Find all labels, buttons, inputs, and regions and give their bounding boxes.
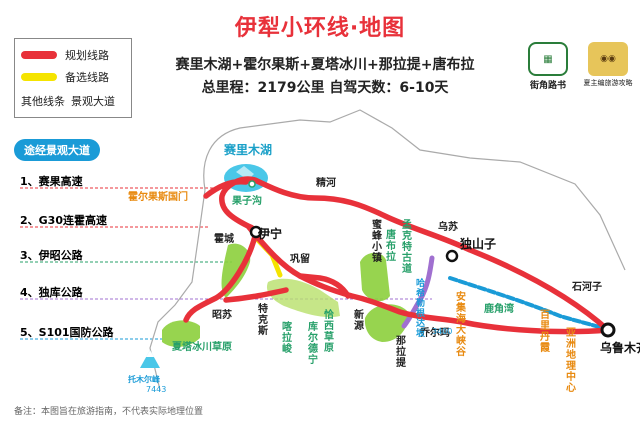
route-label-3: 3、伊昭公路 [20, 249, 83, 262]
urumqi-marker [600, 322, 616, 338]
owl-logo-icon: ◉◉ [588, 42, 628, 76]
legend-planned: 规划线路 [21, 47, 109, 63]
label-sayram-lake: 赛里木湖 [223, 142, 272, 157]
label-nalati: 那拉提 [396, 335, 407, 369]
legend-yellow-swatch [21, 73, 57, 81]
mountain-icon [140, 350, 160, 368]
vertical-labels: 蜜蜂小镇 唐布拉 孟克特古道 哈希勒根达坂 3400 安集海大峡谷 百里丹霞 亚… [258, 218, 576, 394]
label-xiata: 夏塔冰川草原 [171, 340, 232, 353]
book-logo-icon: ▦ [528, 42, 568, 76]
label-hardaban-elev: 3400 [432, 327, 452, 336]
yining-marker [249, 225, 263, 239]
route-label-5: 5、S101国防公路 [20, 326, 114, 339]
planned-route-branch [223, 273, 351, 303]
label-wusu: 乌苏 [438, 220, 458, 233]
label-horgos-gate: 霍尔果斯国门 [128, 190, 188, 203]
legend-alternate: 备选线路 [21, 69, 109, 85]
label-xinyuan: 新源 [354, 308, 364, 332]
green-area-tangbula [360, 252, 390, 302]
legend-planned-label: 规划线路 [65, 49, 109, 62]
label-baili: 百里丹霞 [540, 309, 551, 354]
label-tomur: 托木尔峰 [128, 374, 160, 384]
map-title: 伊犁小环线·地图 [234, 16, 406, 41]
legend-other-a: 其他线条 [21, 95, 65, 108]
label-huocheng: 霍城 [214, 232, 234, 245]
logo-jiejiao-label: 街角路书 [529, 81, 566, 91]
map-subtitle: 赛里木湖+霍尔果斯+夏塔冰川+那拉提+唐布拉 [175, 57, 475, 73]
label-yining: 伊宁 [257, 226, 282, 241]
legend-alternate-label: 备选线路 [65, 71, 109, 84]
border-outline [149, 109, 626, 391]
mountain-snow [146, 350, 154, 357]
label-asia-center: 亚洲地理中心 [566, 327, 576, 394]
label-tomur-elev: 7443 [146, 385, 166, 394]
label-anjihai: 安集海大峡谷 [455, 290, 467, 358]
label-mifeng: 蜜蜂小镇 [371, 218, 383, 264]
route-label-2: 2、G30连霍高速 [20, 214, 107, 227]
scenic-heading: 途经景观大道 [14, 139, 100, 161]
label-urumqi: 乌鲁木齐 [600, 340, 640, 355]
label-tekes: 特克斯 [258, 302, 268, 337]
s101-route [448, 276, 610, 332]
trip-stats: 总里程：2179公里 自驾天数：6-10天 [201, 80, 449, 96]
label-qiaxi: 恰西草原 [324, 308, 334, 354]
route-label-1: 1、赛果高速 [20, 175, 83, 188]
label-gongliu: 巩留 [290, 252, 310, 265]
legend-other: 其他线条 景观大道 [21, 93, 115, 109]
green-area-xiata [162, 320, 200, 347]
legend-red-swatch [21, 51, 57, 59]
route-label-4: 4、独库公路 [20, 286, 83, 299]
label-kalajun: 喀拉峻 [282, 320, 293, 355]
label-shihezi: 石河子 [571, 281, 602, 293]
label-dushanzi: 独山子 [459, 236, 496, 251]
logo-xia: ◉◉ 夏主编旅游攻略 [580, 42, 636, 98]
label-hardaban: 哈希勒根达坂 [416, 277, 426, 339]
label-mengke: 孟克特古道 [402, 219, 412, 275]
label-zhaosu: 昭苏 [212, 308, 232, 321]
label-tangbula: 唐布拉 [386, 228, 396, 263]
label-qiaoerma: 乔尔玛 [419, 326, 450, 339]
logo-jiejiao: ▦ 街角路书 [522, 42, 574, 98]
dushanzi-marker [445, 249, 459, 263]
label-guozigou: 果子沟 [231, 194, 262, 207]
logo-xia-label: 夏主编旅游攻略 [583, 79, 633, 87]
guozigou-marker [248, 180, 256, 188]
label-kuerdening: 库尔德宁 [307, 320, 318, 366]
planned-route [183, 176, 611, 335]
legend: 规划线路 备选线路 其他线条 景观大道 [14, 38, 132, 118]
label-jinghe: 精河 [316, 176, 336, 189]
legend-other-b: 景观大道 [71, 95, 115, 108]
duku-route [401, 255, 435, 329]
label-lujiaowan: 鹿角湾 [484, 302, 514, 315]
map-note: 备注：本图旨在旅游指南，不代表实际地理位置 [14, 407, 204, 417]
